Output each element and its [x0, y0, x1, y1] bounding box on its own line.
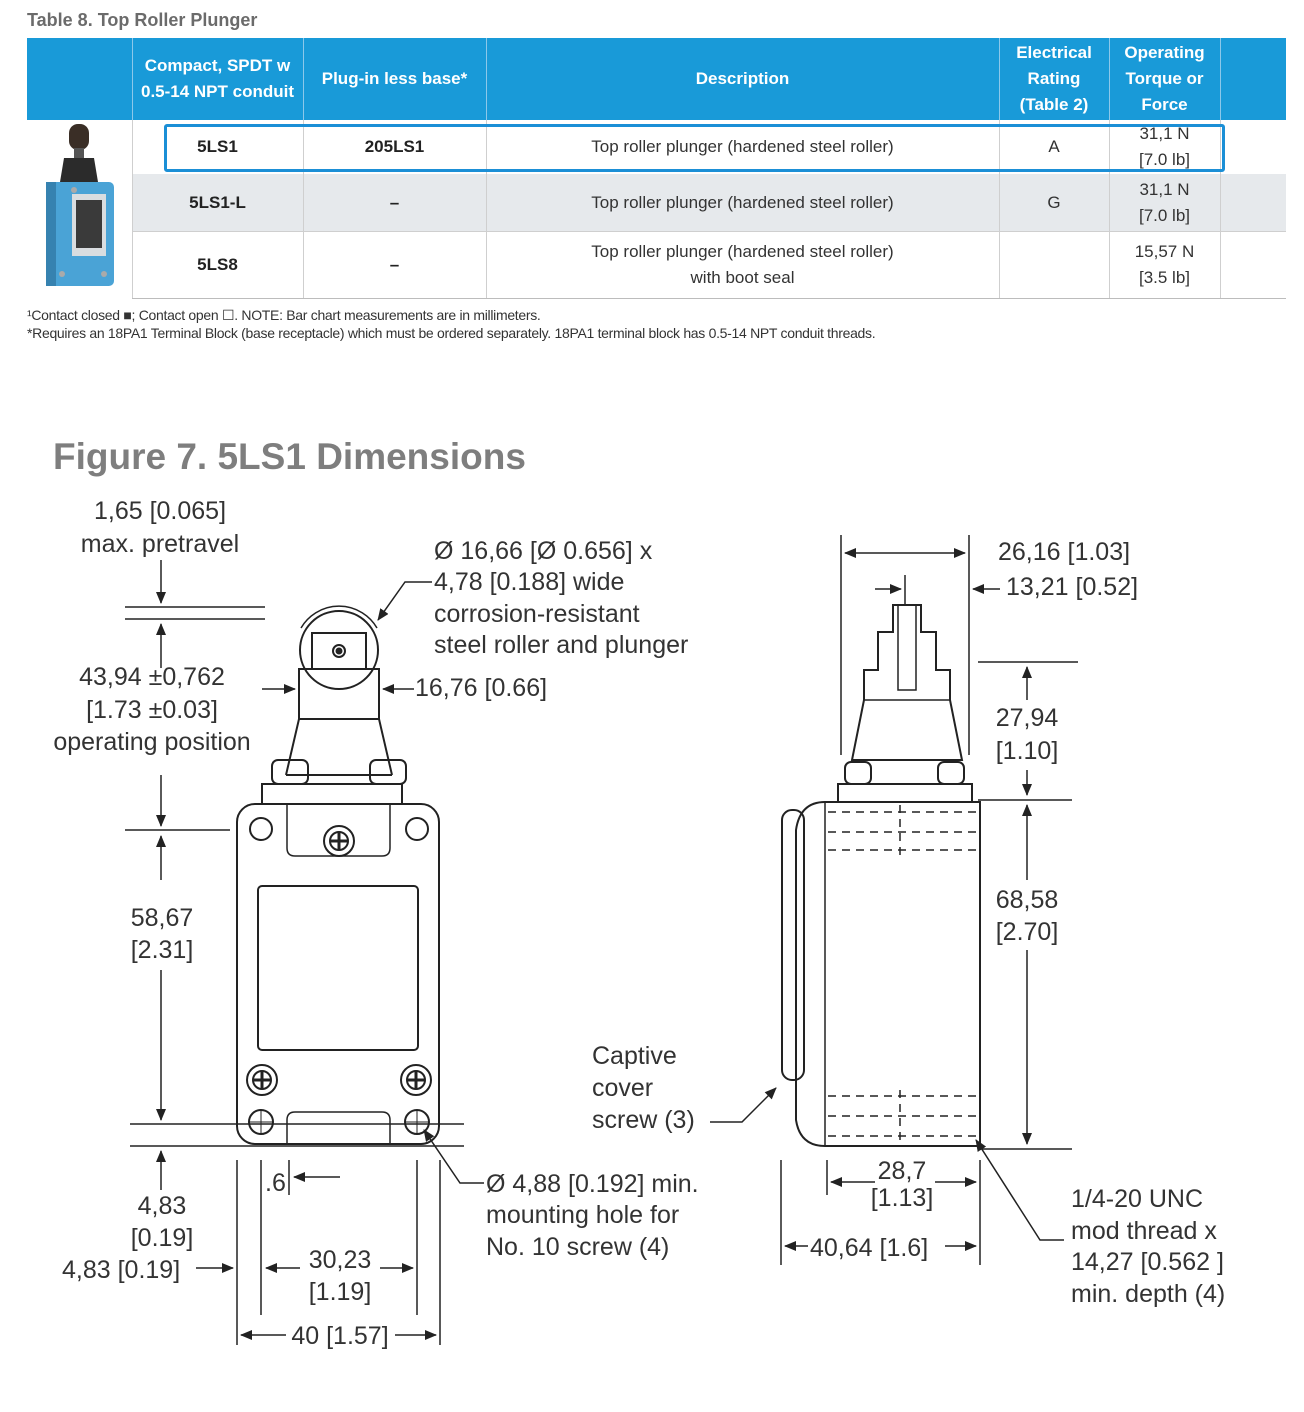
- table-row: 5LS8 – Top roller plunger (hardened stee…: [27, 231, 1286, 299]
- cell-desc: Top roller plunger (hardened steel rolle…: [485, 231, 999, 299]
- spec-table: Compact, SPDT w 0.5-14 NPT conduit Plug-…: [27, 38, 1286, 299]
- desc-line1: Top roller plunger (hardened steel rolle…: [591, 241, 894, 261]
- front-dimensions: [125, 560, 484, 1345]
- force-n: 31,1 N: [1139, 179, 1190, 199]
- figure-title: Figure 7. 5LS1 Dimensions: [53, 436, 526, 477]
- label-op-1: 43,94 ±0,762: [79, 663, 225, 691]
- table-note-1: ¹Contact closed ■; Contact open ☐. NOTE:…: [27, 307, 541, 323]
- cell-rating: G: [998, 174, 1109, 233]
- cell-empty: [1219, 174, 1286, 233]
- label-2794-b: [1.10]: [995, 737, 1059, 765]
- cell-force: 15,57 N [3.5 lb]: [1108, 231, 1220, 299]
- desc-line2: with boot seal: [690, 267, 795, 287]
- front-view: [236, 605, 440, 1145]
- cell-plugin: –: [302, 231, 486, 299]
- cell-cat: 5LS1-L: [131, 174, 303, 233]
- table-header-row: Compact, SPDT w 0.5-14 NPT conduit Plug-…: [27, 38, 1286, 120]
- label-pretravel-value: 1,65 [0.065]: [93, 497, 227, 525]
- label-width-total: 40 [1.57]: [291, 1322, 389, 1350]
- table-caption: Table 8. Top Roller Plunger: [27, 10, 258, 30]
- header-rating: Electrical Rating (Table 2): [998, 38, 1109, 120]
- label-width-2: [1.19]: [308, 1278, 372, 1306]
- label-thread-1: 1/4-20 UNC: [1071, 1185, 1203, 1213]
- cell-plugin: 205LS1: [302, 120, 486, 175]
- label-plunger-width: 16,76 [0.66]: [415, 674, 548, 702]
- label-side-483: 4,83 [0.19]: [62, 1256, 181, 1284]
- label-roller-2: 4,78 [0.188] wide: [434, 568, 625, 596]
- label-hole-3: No. 10 screw (4): [486, 1233, 670, 1261]
- table-row: 5LS1 205LS1 Top roller plunger (hardened…: [27, 120, 1286, 286]
- cell-desc: Top roller plunger (hardened steel rolle…: [485, 120, 999, 175]
- side-view: [781, 604, 981, 1147]
- force-lb: [7.0 lb]: [1138, 150, 1191, 170]
- label-hole-2: mounting hole for: [486, 1201, 680, 1229]
- label-hole-1: Ø 4,88 [0.192] min.: [486, 1170, 699, 1198]
- force-lb: [3.5 lb]: [1138, 267, 1191, 287]
- header-compact: Compact, SPDT w 0.5-14 NPT conduit: [131, 38, 303, 120]
- label-thread-4: min. depth (4): [1071, 1280, 1226, 1308]
- header-plugin: Plug-in less base*: [302, 38, 486, 120]
- label-2616: 26,16 [1.03]: [998, 538, 1131, 566]
- label-pretravel-text: max. pretravel: [80, 530, 240, 558]
- label-4064: 40,64 [1.6]: [810, 1234, 929, 1262]
- table-row: 5LS1-L – Top roller plunger (hardened st…: [27, 174, 1286, 233]
- label-width-1: 30,23: [308, 1246, 372, 1274]
- force-n: 15,57 N: [1134, 241, 1195, 261]
- label-bottom-1: 4,83: [137, 1192, 187, 1220]
- cell-cat: 5LS8: [131, 231, 303, 299]
- label-1321: 13,21 [0.52]: [1006, 573, 1139, 601]
- side-dimensions: [710, 535, 1078, 1265]
- cell-desc: Top roller plunger (hardened steel rolle…: [485, 174, 999, 233]
- force-lb: [7.0 lb]: [1138, 205, 1191, 225]
- header-description: Description: [485, 38, 999, 120]
- label-captive-3: screw (3): [592, 1106, 695, 1134]
- label-six: .6: [265, 1169, 286, 1197]
- label-captive-1: Captive: [592, 1042, 677, 1070]
- header-force: Operating Torque or Force: [1108, 38, 1220, 120]
- cell-cat: 5LS1: [131, 120, 303, 175]
- header-image: [27, 38, 132, 120]
- cell-empty: [1219, 231, 1286, 299]
- product-photo: [27, 120, 132, 298]
- label-6858-b: [2.70]: [995, 918, 1059, 946]
- label-op-3: operating position: [53, 728, 251, 756]
- label-6858-a: 68,58: [995, 886, 1059, 914]
- header-extra: [1219, 38, 1286, 120]
- cell-rating: [998, 231, 1109, 299]
- force-n: 31,1 N: [1139, 124, 1190, 144]
- label-op-2: [1.73 ±0.03]: [86, 696, 218, 724]
- label-thread-3: 14,27 [0.562 ]: [1071, 1248, 1224, 1276]
- label-captive-2: cover: [592, 1074, 654, 1102]
- cell-rating: A: [998, 120, 1109, 175]
- label-roller-1: Ø 16,66 [Ø 0.656] x: [434, 537, 653, 565]
- table-note-2: *Requires an 18PA1 Terminal Block (base …: [27, 325, 876, 341]
- label-287-b: [1.13]: [870, 1184, 934, 1212]
- cell-plugin: –: [302, 174, 486, 233]
- label-287-a: 28,7: [877, 1157, 927, 1185]
- limit-switch-image: [46, 124, 115, 286]
- label-bottom-2: [0.19]: [130, 1224, 194, 1252]
- cell-force: 31,1 N [7.0 lb]: [1108, 120, 1220, 175]
- label-roller-3: corrosion-resistant: [434, 600, 640, 628]
- label-2794-a: 27,94: [995, 704, 1059, 732]
- cell-empty: [1219, 120, 1286, 175]
- label-roller-4: steel roller and plunger: [434, 631, 689, 659]
- label-thread-2: mod thread x: [1071, 1217, 1217, 1245]
- label-body-2: [2.31]: [130, 936, 194, 964]
- cell-force: 31,1 N [7.0 lb]: [1108, 174, 1220, 233]
- label-body-1: 58,67: [130, 904, 194, 932]
